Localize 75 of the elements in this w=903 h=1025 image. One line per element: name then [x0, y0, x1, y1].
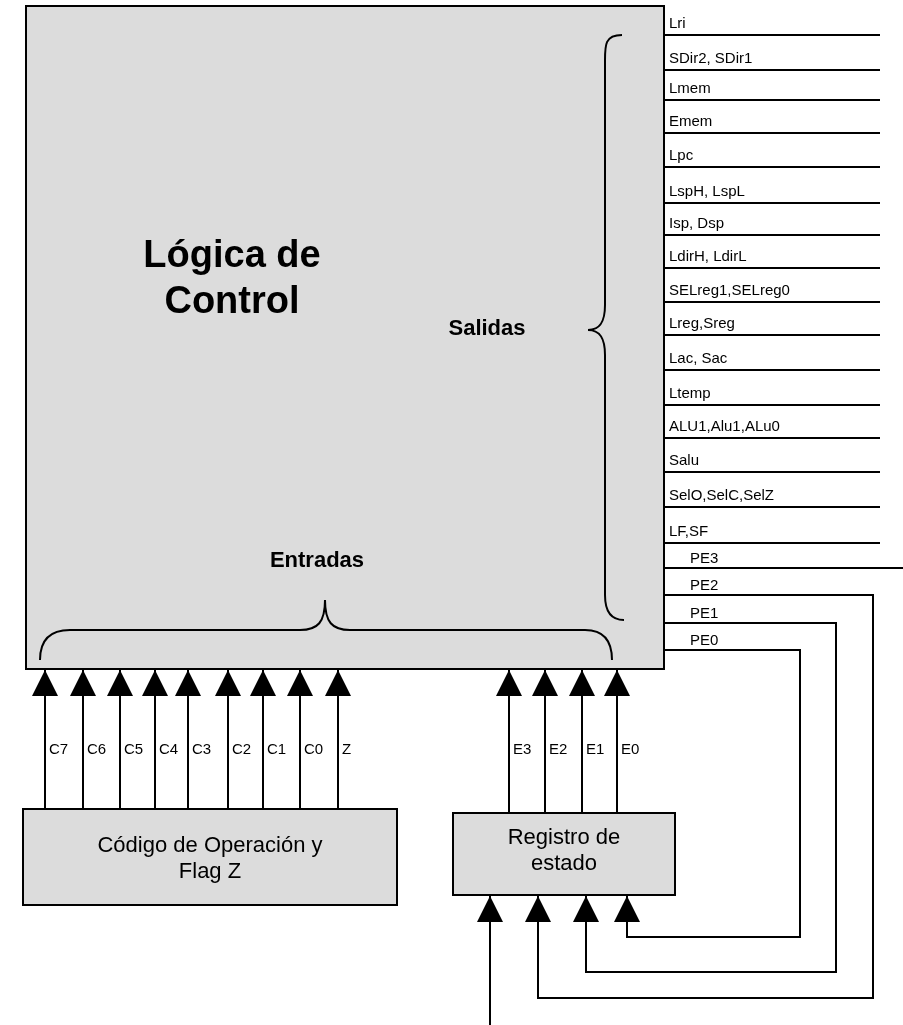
signal-label: PE2 [690, 576, 719, 593]
arrow [525, 594, 874, 999]
signal-line [664, 471, 881, 473]
signal-line [664, 301, 881, 303]
arrow [604, 669, 630, 813]
signal-label: Lri [669, 14, 686, 31]
arrow [70, 669, 96, 809]
arrow [250, 669, 276, 809]
arrow [175, 669, 201, 809]
block-label: Registro de estado [506, 824, 622, 877]
signal-label: Lmem [669, 79, 711, 96]
status-register-block [452, 812, 676, 896]
arrow [287, 669, 313, 809]
signal-label: Z [342, 740, 352, 757]
signal-line [664, 69, 881, 71]
signal-label: C5 [124, 740, 144, 757]
signal-label: SELreg1,SELreg0 [669, 281, 790, 298]
signal-line [664, 132, 881, 134]
signal-line [664, 166, 881, 168]
signal-line [664, 369, 881, 371]
signal-label: C0 [304, 740, 324, 757]
control-logic-block [25, 5, 665, 670]
signal-label: C6 [87, 740, 107, 757]
group-heading: Salidas [447, 315, 527, 342]
arrow [32, 669, 58, 809]
signal-line [664, 234, 881, 236]
signal-label: LF,SF [669, 522, 709, 539]
signal-line [664, 542, 881, 544]
arrow [215, 669, 241, 809]
signal-label: C3 [192, 740, 212, 757]
signal-label: E0 [621, 740, 640, 757]
arrow [477, 895, 503, 1025]
signal-label: E1 [586, 740, 605, 757]
arrow [142, 669, 168, 809]
arrow [496, 669, 522, 813]
signal-label: Emem [669, 112, 713, 129]
signal-label: SDir2, SDir1 [669, 49, 753, 66]
signal-line [664, 437, 881, 439]
group-heading: Entradas [268, 547, 366, 574]
signal-label: C1 [267, 740, 287, 757]
arrow [325, 669, 351, 809]
opcode-block [22, 808, 398, 906]
signal-label: C4 [159, 740, 179, 757]
signal-label: LdirH, LdirL [669, 247, 747, 264]
signal-line [664, 202, 881, 204]
arrow [532, 669, 558, 813]
arrow [107, 669, 133, 809]
signal-line [664, 567, 903, 569]
signal-line [664, 99, 881, 101]
signal-label: PE3 [690, 549, 719, 566]
signal-line [664, 506, 881, 508]
signal-label: E2 [549, 740, 568, 757]
signal-label: LspH, LspL [669, 182, 745, 199]
signal-label: Ltemp [669, 384, 711, 401]
signal-label: Salu [669, 451, 700, 468]
signal-label: Lpc [669, 146, 694, 163]
signal-label: PE1 [690, 604, 719, 621]
arrow [569, 669, 595, 813]
signal-label: SelO,SelC,SelZ [669, 486, 775, 503]
signal-line [664, 404, 881, 406]
signal-line [664, 34, 881, 36]
signal-label: Lreg,Sreg [669, 314, 735, 331]
signal-label: C7 [49, 740, 69, 757]
signal-label: PE0 [690, 631, 719, 648]
block-title: Lógica de Control [142, 232, 322, 323]
arrow [614, 649, 801, 938]
signal-label: C2 [232, 740, 252, 757]
signal-label: ALU1,Alu1,ALu0 [669, 417, 780, 434]
signal-line [664, 267, 881, 269]
signal-label: Isp, Dsp [669, 214, 725, 231]
signal-label: Lac, Sac [669, 349, 728, 366]
arrow [573, 622, 837, 973]
signal-line [664, 334, 881, 336]
signal-label: E3 [513, 740, 532, 757]
block-label: Código de Operación y Flag Z [96, 832, 324, 885]
